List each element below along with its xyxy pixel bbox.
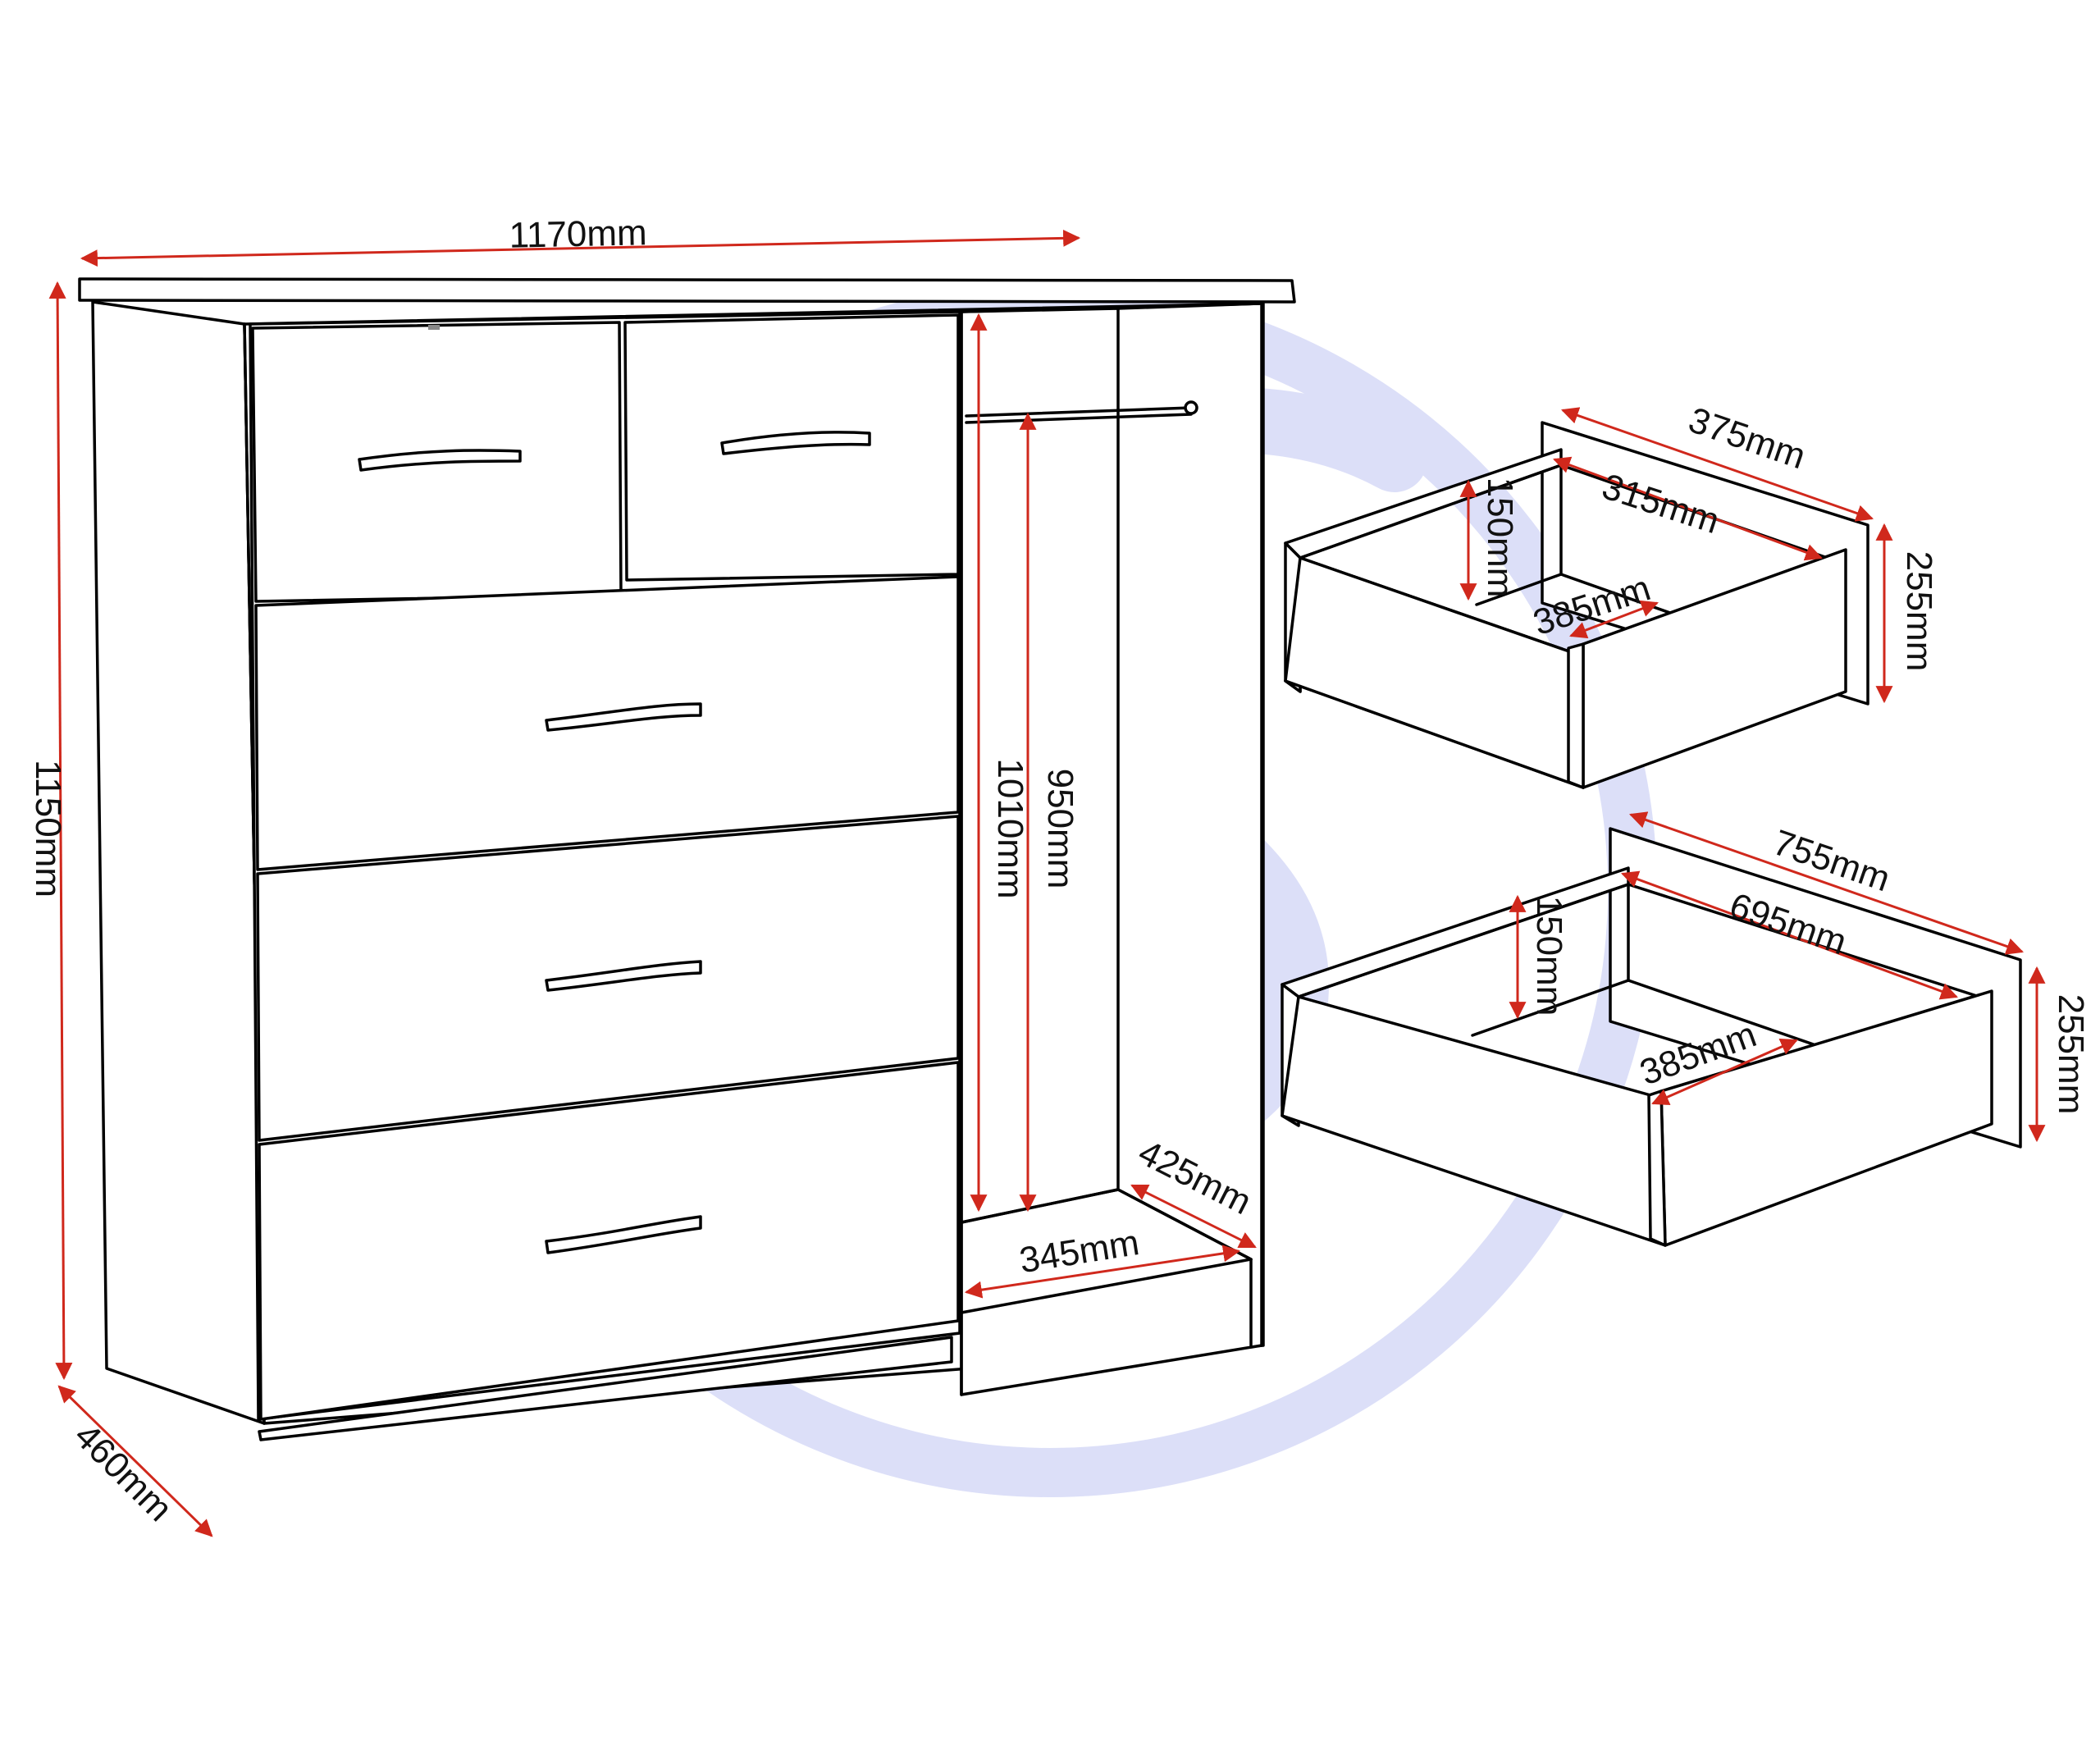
chest-height-label: 1150mm xyxy=(28,760,68,898)
small-drawer-outer-depth-label: 375mm xyxy=(1683,400,1810,477)
plinth xyxy=(258,1336,953,1441)
interior-height-label: 1010mm xyxy=(990,758,1030,898)
large-drawer-front-height-label: 255mm xyxy=(2051,994,2091,1115)
large-drawer-back-wall xyxy=(1281,866,1630,998)
drawer-handle-icon xyxy=(358,431,871,1254)
chest-left-side xyxy=(91,300,266,1425)
drawer-3 xyxy=(256,815,960,1142)
large-drawer-inner-height-label: 150mm xyxy=(1529,896,1569,1016)
small-drawer-front-height-label: 255mm xyxy=(1899,551,1939,672)
hanging-rail xyxy=(965,406,1193,418)
small-drawer-inner-height-label: 150mm xyxy=(1480,477,1520,598)
large-drawer-drawing xyxy=(1281,827,2022,1247)
chest-drawing xyxy=(78,277,1296,1441)
rail-height-label: 950mm xyxy=(1040,769,1080,889)
chest-width-label: 1170mm xyxy=(509,212,647,256)
drawer-4 xyxy=(258,1061,960,1421)
chest-top xyxy=(78,277,1296,304)
chest-depth-label: 460mm xyxy=(66,1416,180,1529)
